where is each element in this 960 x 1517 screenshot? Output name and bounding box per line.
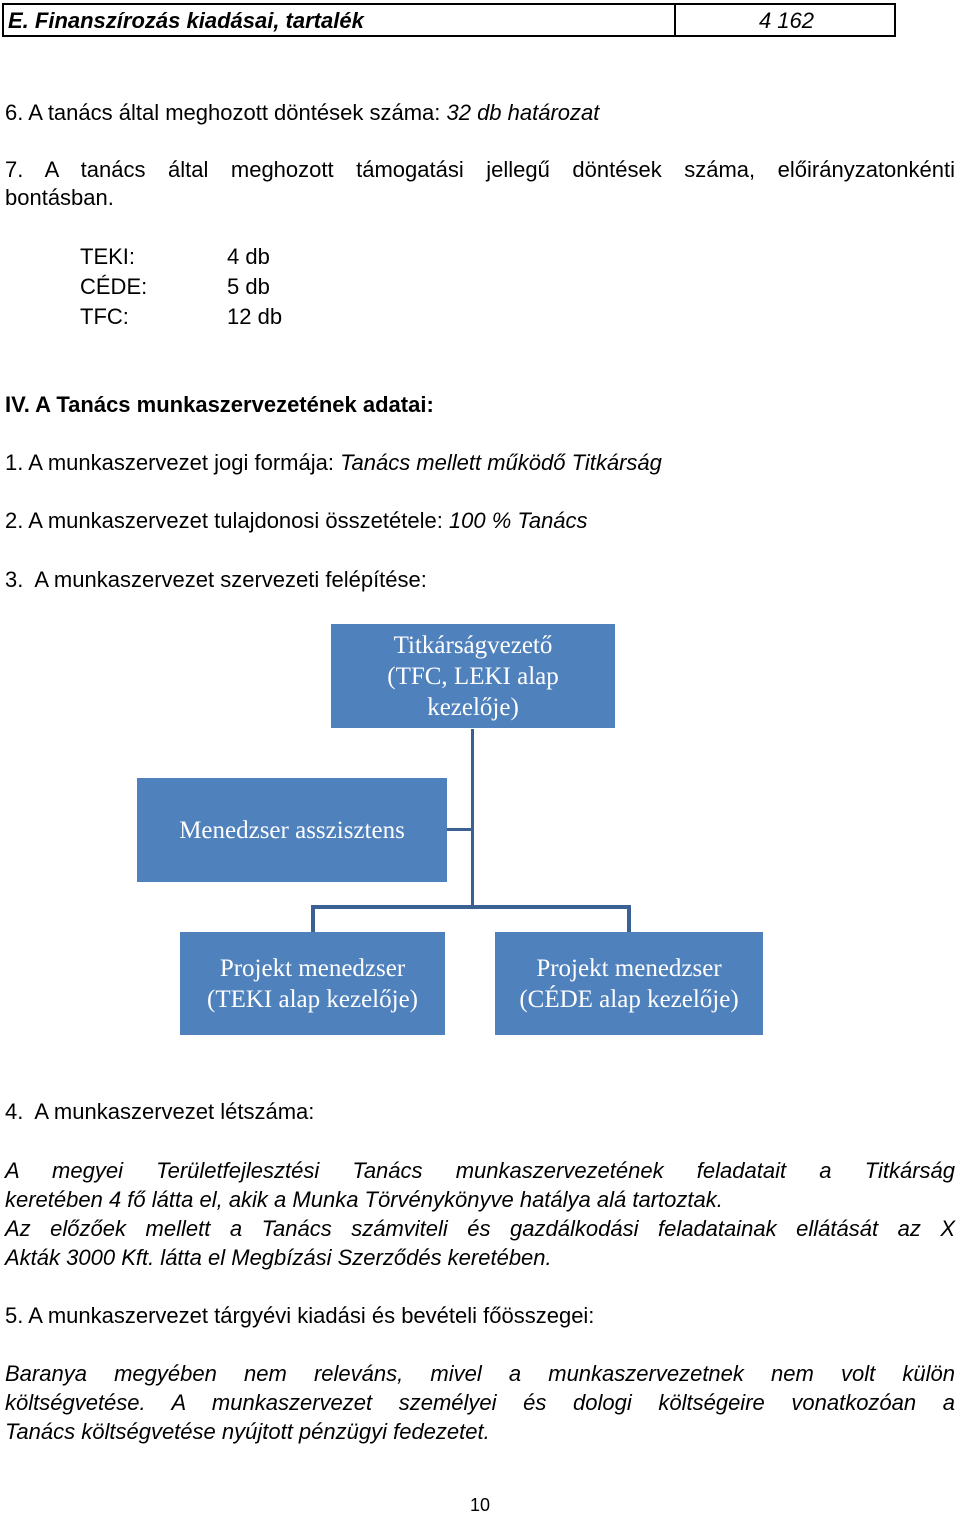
paragraph-2-value: 100 % Tanács [448, 508, 588, 533]
connector-horizontal [311, 905, 631, 909]
paragraph-2-text: 2. A munkaszervezet tulajdonosi összetét… [5, 508, 449, 533]
org-box-line: (TEKI alap kezelője) [207, 985, 418, 1013]
org-box-assistant: Menedzser asszisztens [137, 778, 447, 882]
paragraph-4: 4. A munkaszervezet létszáma: [5, 1099, 315, 1124]
connector-right [627, 905, 631, 932]
org-box-line: Projekt menedzser [536, 954, 722, 982]
org-box-project-manager-cede: Projekt menedzser (CÉDE alap kezelője) [495, 932, 763, 1035]
org-box-line: Projekt menedzser [219, 954, 406, 982]
item-7-line-2: bontásban. [5, 185, 114, 210]
item-6-text: 6. A tanács által meghozott döntések szá… [5, 100, 447, 125]
org-box-line: kezelője) [427, 693, 519, 721]
row-label-cede: CÉDE: [80, 274, 148, 299]
header-divider [674, 5, 676, 35]
paragraph-5-line-2: költségvetése. A munkaszervezet személye… [5, 1390, 955, 1415]
paragraph-4-line-3: Az előzőek mellett a Tanács számviteli é… [5, 1216, 955, 1241]
org-box-line: Titkárságvezető [393, 631, 553, 659]
row-value-cede: 5 db [227, 274, 270, 299]
paragraph-2: 2. A munkaszervezet tulajdonosi összetét… [5, 508, 588, 534]
org-box-line: (CÉDE alap kezelője) [519, 985, 739, 1013]
item-7-line-1: 7. A tanács által meghozott támogatási j… [5, 157, 955, 182]
org-box-project-manager-teki: Projekt menedzser (TEKI alap kezelője) [180, 932, 445, 1035]
paragraph-1-text: 1. A munkaszervezet jogi formája: [5, 450, 341, 475]
page-number: 10 [469, 1495, 491, 1515]
paragraph-1-value: Tanács mellett működő Titkárság [340, 450, 662, 475]
section-heading: IV. A Tanács munkaszervezetének adatai: [5, 392, 434, 417]
org-box-line: Menedzser asszisztens [179, 816, 405, 844]
row-label-tfc: TFC: [80, 304, 129, 329]
header-table-row: E. Finanszírozás kiadásai, tartalék 4 16… [2, 3, 896, 37]
connector-assistant [446, 828, 472, 831]
paragraph-1: 1. A munkaszervezet jogi formája: Tanács… [5, 450, 662, 476]
paragraph-5: 5. A munkaszervezet tárgyévi kiadási és … [5, 1303, 595, 1328]
connector-vertical [471, 729, 474, 907]
connector-left [311, 905, 315, 932]
row-value-teki: 4 db [227, 244, 270, 269]
row-value-tfc: 12 db [227, 304, 283, 329]
item-6-value: 32 db határozat [446, 100, 600, 125]
item-6: 6. A tanács által meghozott döntések szá… [5, 100, 599, 126]
org-box-line: (TFC, LEKI alap [387, 662, 559, 690]
header-title: E. Finanszírozás kiadásai, tartalék [8, 8, 364, 33]
paragraph-4-line-4: Akták 3000 Kft. látta el Megbízási Szerz… [5, 1245, 552, 1270]
paragraph-5-line-3: Tanács költségvetése nyújtott pénzügyi f… [5, 1419, 490, 1444]
paragraph-5-line-1: Baranya megyében nem releváns, mivel a m… [5, 1361, 955, 1386]
org-box-secretariat-head: Titkárságvezető (TFC, LEKI alap kezelője… [331, 624, 615, 728]
paragraph-4-line-2: keretében 4 fő látta el, akik a Munka Tö… [5, 1187, 723, 1212]
paragraph-4-line-1: A megyei Területfejlesztési Tanács munka… [5, 1158, 955, 1183]
row-label-teki: TEKI: [80, 244, 136, 269]
paragraph-3: 3. A munkaszervezet szervezeti felépítés… [5, 567, 427, 592]
header-value: 4 162 [758, 8, 814, 33]
